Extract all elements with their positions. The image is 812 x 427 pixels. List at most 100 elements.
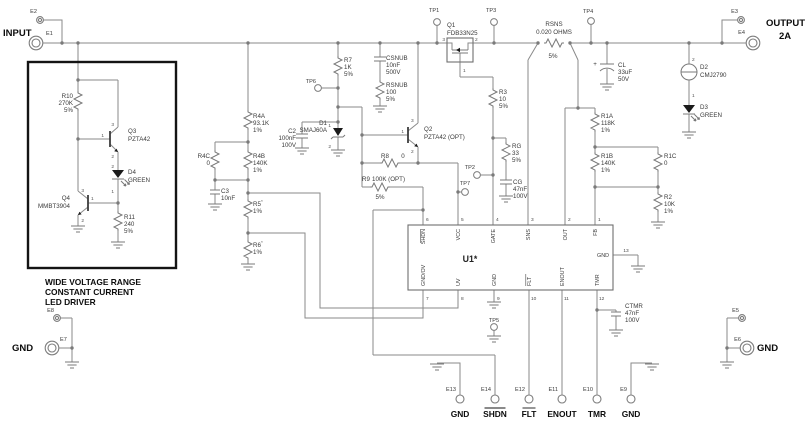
e1-label: E1 <box>46 31 53 37</box>
pin-num: 4 <box>496 217 499 223</box>
u1-pin-gate: GATE <box>491 229 497 244</box>
r10-resistor <box>72 91 84 111</box>
r5-note: * <box>261 199 263 205</box>
d2-ref: D2 <box>700 64 708 71</box>
d3-part: GREEN <box>700 112 722 119</box>
pad-e13 <box>455 394 465 404</box>
pad-e12 <box>524 394 534 404</box>
e10-label: E10 <box>583 387 593 393</box>
e7-label: E7 <box>60 337 67 343</box>
ground-icon <box>609 329 623 337</box>
d4-ref: D4 <box>128 169 136 176</box>
r6-note: * <box>261 240 263 246</box>
u1-ref: U1* <box>463 254 478 264</box>
output-label: OUTPUT <box>766 18 805 29</box>
tp2-testpoint <box>473 171 481 179</box>
pin-num: 2 <box>568 217 571 223</box>
ground-icon <box>373 105 387 113</box>
r1b-resistor <box>589 152 601 172</box>
tp6-testpoint <box>314 84 322 92</box>
r1b-ref: R1B <box>601 153 613 160</box>
terminal-e1 <box>28 35 44 51</box>
q4-transistor <box>78 195 89 215</box>
q2-pin-c: 3 <box>411 118 414 124</box>
d3-ref: D3 <box>700 104 708 111</box>
tp4-testpoint <box>587 17 595 25</box>
terminal-e7 <box>44 340 60 356</box>
ground-icon <box>720 361 734 369</box>
r2-tol: 1% <box>664 208 673 215</box>
r9-tol: 5% <box>376 194 385 201</box>
rsnub-resistor <box>374 80 386 100</box>
rg-ref: RG <box>512 143 521 150</box>
r10-tol: 5% <box>64 107 73 114</box>
r5-tol: 1% <box>253 208 262 215</box>
q2-ref: Q2 <box>424 126 433 133</box>
r6-resistor <box>242 240 254 260</box>
u1-pin-enout: ENOUT <box>560 266 566 286</box>
ov-net-wire <box>248 232 424 319</box>
pad-flt-name: FLT <box>522 409 538 419</box>
input-label: INPUT <box>3 28 32 39</box>
pad-e14 <box>490 394 500 404</box>
q1-pin-d: 3 <box>442 37 445 43</box>
box-caption-3: LED DRIVER <box>45 297 96 307</box>
r3-tol: 5% <box>499 103 508 110</box>
pad-e11 <box>557 394 567 404</box>
r4b-ref: R4B <box>253 153 265 160</box>
pad-e9 <box>626 394 636 404</box>
tp1-label: TP1 <box>429 8 439 14</box>
pin-num: 8 <box>461 296 464 302</box>
u1-pin-sns: SNS <box>526 229 532 240</box>
e9-label: E9 <box>620 387 627 393</box>
csnub-ref: CSNUB <box>386 55 408 62</box>
shdn-net-wire <box>372 209 496 395</box>
ground-icons <box>65 83 734 371</box>
e3-label: E3 <box>731 9 738 15</box>
terminal-e4 <box>745 35 761 51</box>
ground-icon <box>430 363 444 371</box>
r1b-tol: 1% <box>601 167 610 174</box>
r10-value: 270K <box>59 100 74 107</box>
r3-resistor <box>487 88 499 108</box>
box-caption-2: CONSTANT CURRENT <box>45 287 135 297</box>
tp4-label: TP4 <box>583 9 593 15</box>
csnub-capacitor <box>374 56 386 62</box>
component-symbols <box>26 37 700 317</box>
cg-capacitor <box>500 179 512 185</box>
ground-icon <box>487 335 501 343</box>
c2-volt: 100V <box>282 142 297 149</box>
e8-label: E8 <box>47 308 54 314</box>
e13-label: E13 <box>446 387 456 393</box>
q4-pin-e: 2 <box>81 218 84 224</box>
r2-resistor <box>652 192 664 212</box>
ground-icon <box>241 263 255 271</box>
d4-pin-a: 2 <box>111 164 114 170</box>
output-current-label: 2A <box>779 31 791 42</box>
r9-value: 100K (OPT) <box>372 176 405 183</box>
cg-volt: 100V <box>513 193 528 200</box>
u1-pin-uv: UV <box>456 278 462 286</box>
d2-pin-bot: 1 <box>692 93 695 99</box>
u1-pin-tmr: TMR <box>595 274 601 286</box>
r4c-ref: R4C <box>198 153 211 160</box>
junction-dots <box>60 41 729 350</box>
r8-value: 0 <box>401 153 405 160</box>
q2-part: PZTA42 (OPT) <box>424 134 465 141</box>
ctmr-capacitor <box>611 311 621 317</box>
pin-num: 1 <box>598 217 601 223</box>
r1c-resistor <box>652 152 664 172</box>
terminal-e8 <box>53 314 61 322</box>
r7-tol: 5% <box>344 71 353 78</box>
gnd-left-label: GND <box>12 343 33 354</box>
u1-pin-vcc: VCC <box>456 229 462 240</box>
q3-pin-e: 2 <box>111 154 114 160</box>
r4c-resistor <box>209 150 221 170</box>
tp3-label: TP3 <box>486 8 496 14</box>
r4a-ref: R4A <box>253 113 266 120</box>
d2-pin-top: 2 <box>692 57 695 63</box>
r3-value: 10 <box>499 96 506 103</box>
pad-shdn-name: SHDN <box>483 409 507 419</box>
q3-pin-b: 1 <box>101 133 104 139</box>
d4-led-icon <box>112 170 124 178</box>
